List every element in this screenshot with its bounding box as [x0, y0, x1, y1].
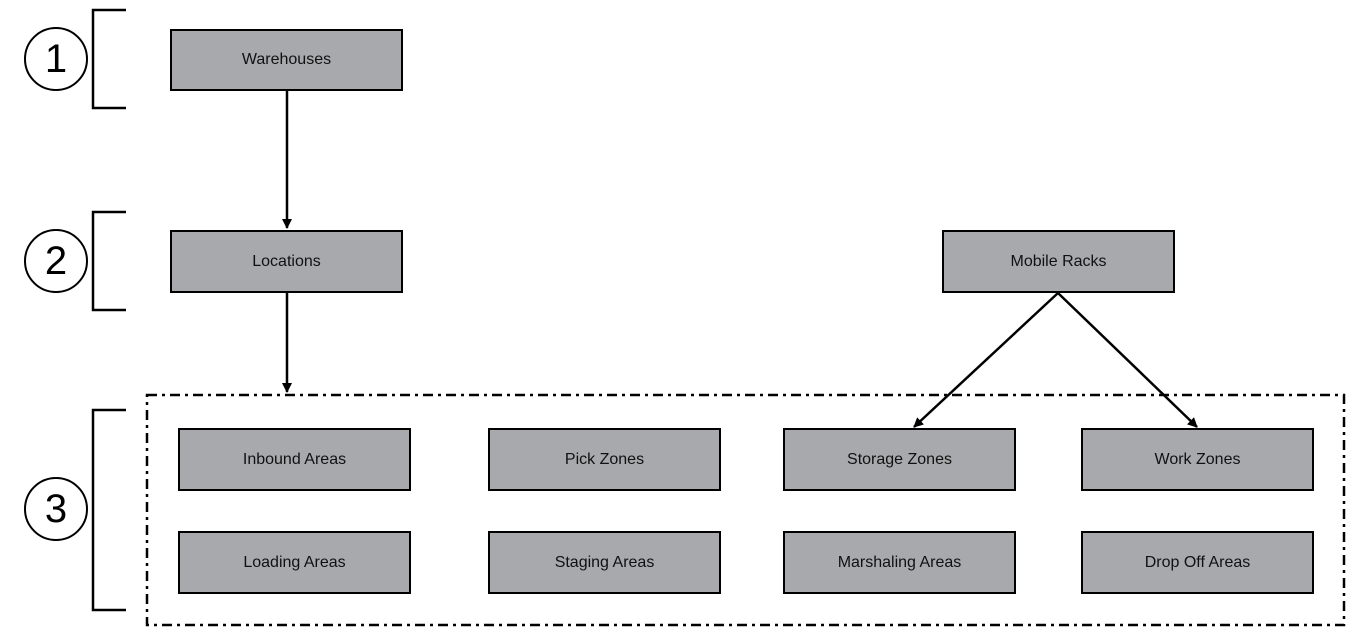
- node-storage-zones: Storage Zones: [783, 428, 1016, 491]
- level-1-number: 1: [24, 27, 88, 91]
- level-2-bracket: [91, 210, 126, 312]
- level-3-group-frame: [145, 393, 1346, 627]
- node-locations: Locations: [170, 230, 403, 293]
- arrow-mobile-racks-to-storage-zones: [913, 292, 1059, 428]
- node-staging-areas: Staging Areas: [488, 531, 721, 594]
- level-2-number: 2: [24, 229, 88, 293]
- node-work-zones: Work Zones: [1081, 428, 1314, 491]
- node-mobile-racks: Mobile Racks: [942, 230, 1175, 293]
- node-inbound-areas: Inbound Areas: [178, 428, 411, 491]
- node-drop-off-areas: Drop Off Areas: [1081, 531, 1314, 594]
- node-pick-zones: Pick Zones: [488, 428, 721, 491]
- level-3-number: 3: [24, 477, 88, 541]
- level-1-bracket: [91, 8, 126, 110]
- level-3-bracket: [91, 408, 126, 612]
- arrow-mobile-racks-to-work-zones: [1057, 292, 1198, 428]
- node-warehouses: Warehouses: [170, 29, 403, 91]
- node-loading-areas: Loading Areas: [178, 531, 411, 594]
- node-marshaling-areas: Marshaling Areas: [783, 531, 1016, 594]
